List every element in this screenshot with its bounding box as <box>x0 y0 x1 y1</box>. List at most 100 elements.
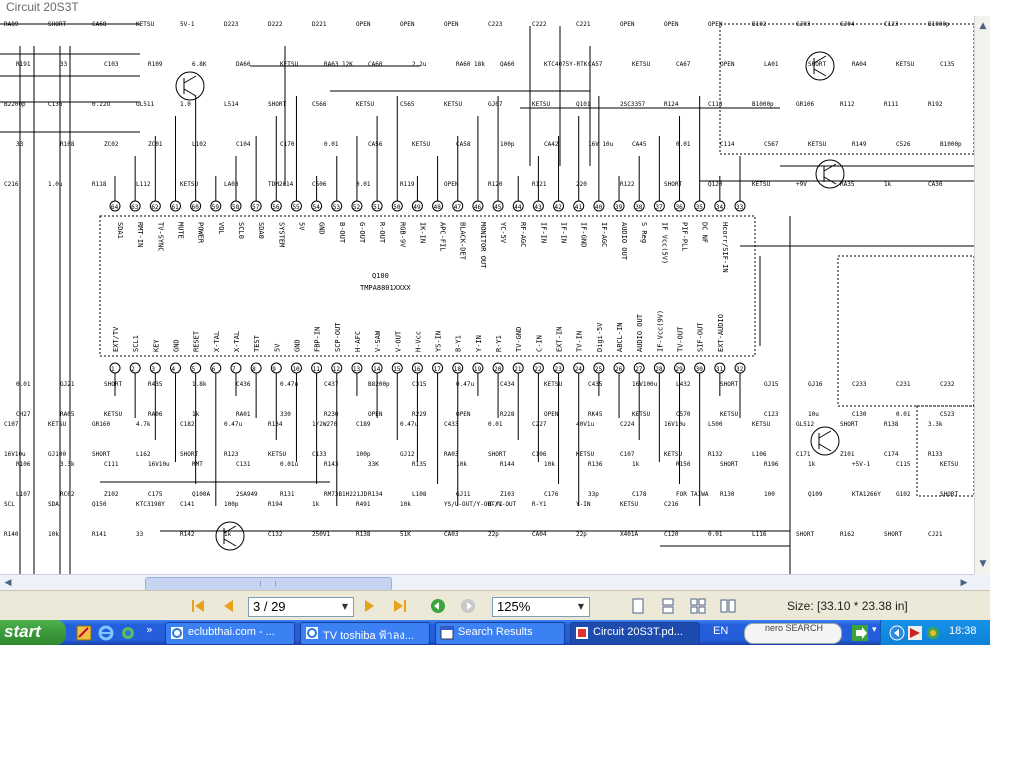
pin-number: 10 <box>292 366 300 373</box>
taskbar-item-toshiba[interactable]: TV toshiba ฟ้าลง... <box>300 622 430 645</box>
taskbar-item-search-results[interactable]: Search Results <box>435 622 565 645</box>
taskbar-item-label: TV toshiba ฟ้าลง... <box>323 630 414 642</box>
transistor-collector <box>183 75 197 84</box>
component-label: C232 <box>940 381 955 388</box>
component-label: LA01 <box>764 61 779 68</box>
pin-number: 26 <box>615 366 623 373</box>
pin-label: B-Y1 <box>455 335 463 352</box>
pin-label: IF Vcc(5V) <box>660 222 668 264</box>
component-label: B102 <box>752 21 767 28</box>
toolbar-options-icon[interactable]: ▾ <box>872 625 877 635</box>
ie-page-icon <box>171 627 183 639</box>
component-label: SHORT <box>808 61 826 68</box>
component-label: C433 <box>444 421 459 428</box>
component-label: D222 <box>268 21 283 28</box>
component-label: KTA1266Y <box>852 491 881 498</box>
component-label: OPEN <box>400 21 415 28</box>
component-label: 1k <box>312 501 320 508</box>
component-label: SHORT <box>720 461 738 468</box>
pin-number: 16 <box>413 366 421 373</box>
scroll-up-icon[interactable]: ▲ <box>979 21 987 31</box>
pin-number: 61 <box>171 204 179 211</box>
go-back-icon[interactable] <box>430 598 446 614</box>
scroll-left-icon[interactable]: ◀ <box>4 578 12 588</box>
component-label: C106 <box>532 451 547 458</box>
facing-pages-icon[interactable] <box>720 598 736 614</box>
taskbar-item-eclubthai[interactable]: eclubthai.com - ... <box>165 622 295 645</box>
tray-antivirus-icon[interactable] <box>925 625 941 641</box>
component-label: R108 <box>60 141 75 148</box>
component-label: R229 <box>412 411 427 418</box>
pin-number: 63 <box>131 204 139 211</box>
component-label: C136 <box>48 101 63 108</box>
component-label: 1.8k <box>192 381 207 388</box>
horizontal-scroll-thumb[interactable] <box>145 577 392 591</box>
zoom-field[interactable]: 125% ▼ <box>492 597 590 617</box>
component-label: C135 <box>940 61 955 68</box>
page-dropdown-icon[interactable]: ▼ <box>341 602 349 611</box>
quicklaunch-expand-icon[interactable]: » <box>146 623 153 636</box>
network-icon[interactable] <box>120 625 136 641</box>
component-label: OPEN <box>444 181 459 188</box>
zoom-dropdown-icon[interactable]: ▼ <box>577 602 585 611</box>
pin-label: H-AFC <box>354 331 362 352</box>
pin-label: V-OUT <box>394 330 402 352</box>
component-label: R121 <box>532 181 547 188</box>
nero-search-box[interactable]: nero SEARCH <box>744 623 842 644</box>
next-page-icon[interactable] <box>362 598 378 614</box>
component-label: C222 <box>532 21 547 28</box>
vertical-scrollbar[interactable]: ▲ ▼ <box>974 16 990 574</box>
first-page-icon[interactable] <box>190 598 206 614</box>
taskbar-item-circuit-pdf[interactable]: Circuit 20S3T.pd... <box>570 622 700 645</box>
search-window-icon <box>440 626 454 640</box>
component-label: 33 <box>60 61 68 68</box>
component-label: 0.01u <box>280 461 298 468</box>
component-label: GJ21 <box>60 381 75 388</box>
component-label: +5V-1 <box>852 461 870 468</box>
pin-label: POWER <box>197 222 205 244</box>
component-label: 0.22u <box>92 101 110 108</box>
scroll-right-icon[interactable]: ▶ <box>960 578 968 588</box>
nero-search-label: nero SEARCH <box>765 623 824 633</box>
tray-expand-icon[interactable] <box>889 625 905 641</box>
continuous-facing-icon[interactable] <box>690 598 706 614</box>
last-page-icon[interactable] <box>392 598 408 614</box>
component-label: C118 <box>708 101 723 108</box>
component-label: 3.3k <box>60 461 75 468</box>
tray-app-icon[interactable] <box>907 625 923 641</box>
language-indicator[interactable]: EN <box>713 625 729 637</box>
pin-number: 39 <box>615 204 623 211</box>
component-label: CA42 <box>544 141 559 148</box>
start-button[interactable]: start <box>0 620 66 645</box>
scroll-down-icon[interactable]: ▼ <box>979 559 987 569</box>
component-label: B2200p <box>4 101 26 108</box>
component-label: C233 <box>852 381 867 388</box>
component-label: R132 <box>708 451 723 458</box>
pin-label: SDA1 <box>116 222 124 239</box>
page-number-field[interactable]: 3 / 29 ▼ <box>248 597 354 617</box>
continuous-page-icon[interactable] <box>660 598 676 614</box>
internet-explorer-icon[interactable] <box>98 625 114 641</box>
component-label: 0.01 <box>676 141 691 148</box>
component-label: 10u <box>808 411 819 418</box>
pin-label: B-OUT <box>338 222 346 244</box>
go-forward-icon[interactable] <box>460 598 476 614</box>
pin-number: 6 <box>212 366 216 373</box>
component-label: R122 <box>620 181 635 188</box>
transistor-q109 <box>810 426 840 456</box>
pin-number: 38 <box>635 204 643 211</box>
component-label: KTC4075Y-RTK <box>544 61 588 68</box>
taskbar-item-label: eclubthai.com - ... <box>188 626 275 638</box>
transistor-q120 <box>815 159 845 189</box>
horizontal-scrollbar[interactable]: ◀ ▶ <box>0 574 974 591</box>
go-arrow-icon[interactable] <box>852 625 868 641</box>
component-label: R491 <box>356 501 371 508</box>
component-label: 1k <box>224 531 232 538</box>
component-label: RA05 <box>60 411 75 418</box>
component-label: C523 <box>940 411 955 418</box>
quicklaunch-icon[interactable] <box>76 625 92 641</box>
previous-page-icon[interactable] <box>220 598 236 614</box>
single-page-icon[interactable] <box>630 598 646 614</box>
component-label: Z101 <box>840 451 855 458</box>
